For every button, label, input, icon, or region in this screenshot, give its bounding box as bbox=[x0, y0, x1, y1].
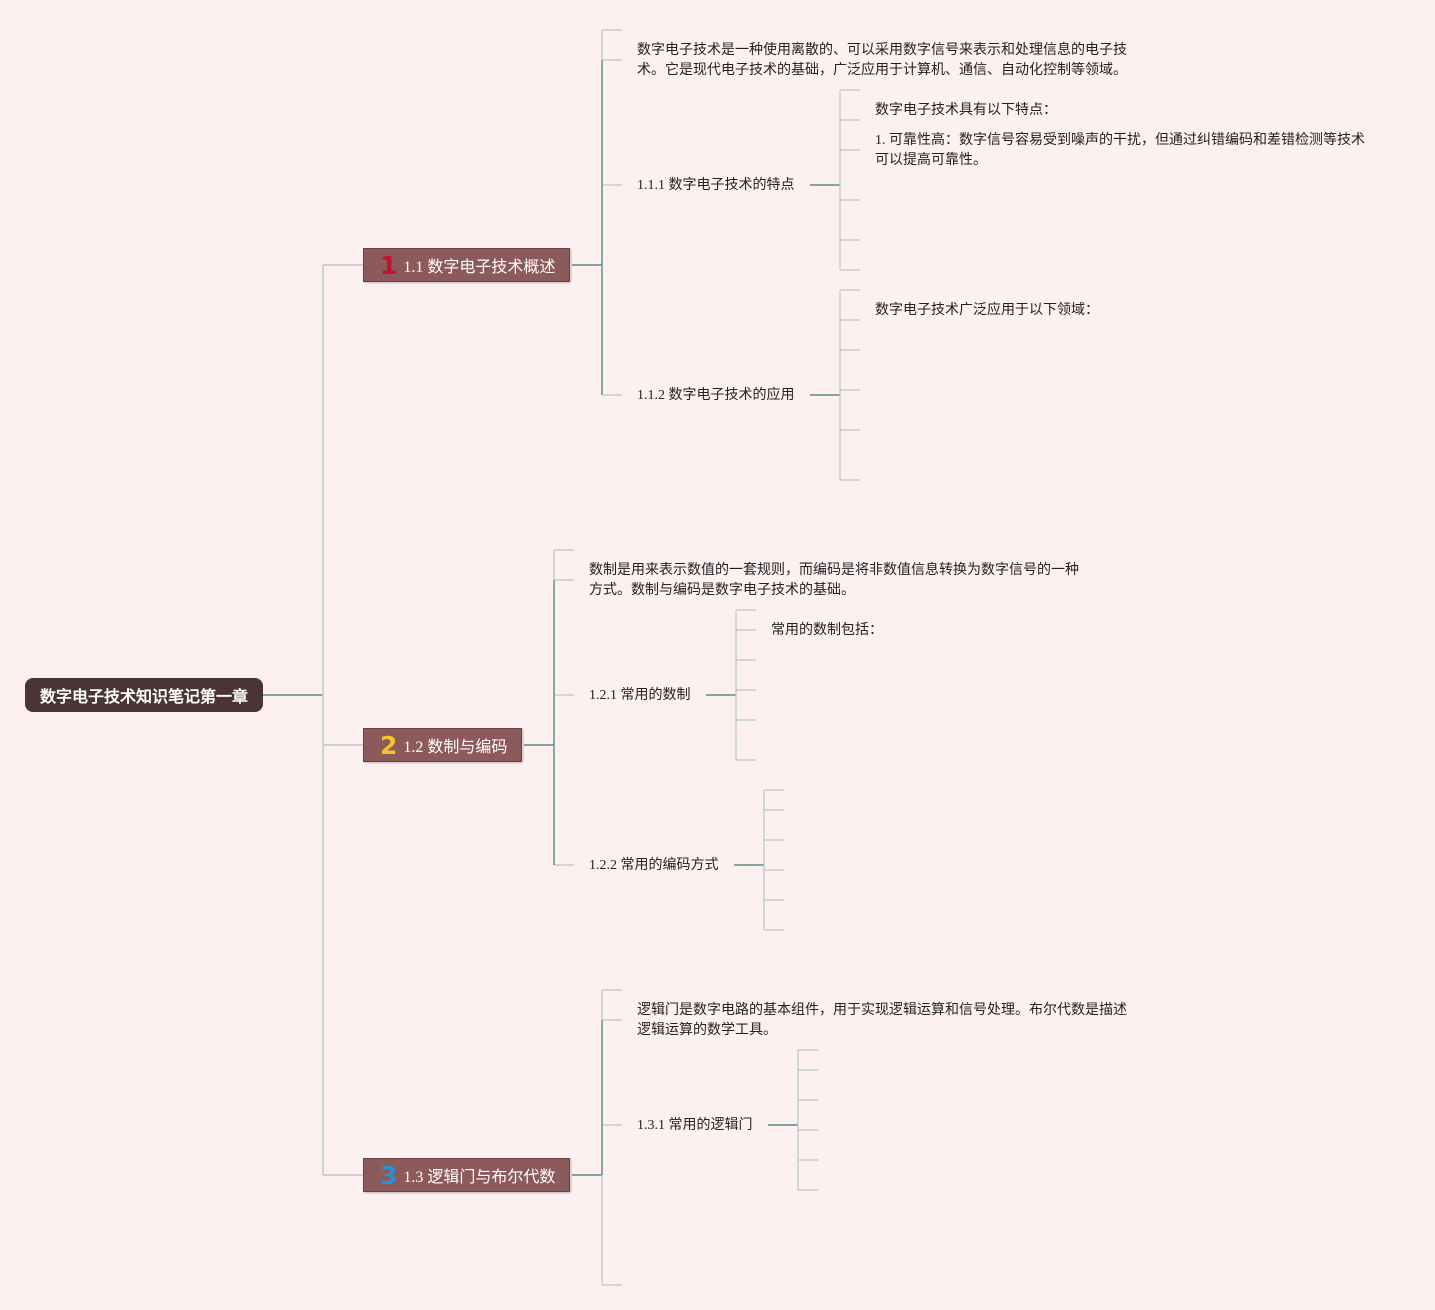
topic-label: 1.2 数制与编码 bbox=[403, 739, 508, 756]
note-1-1-1-b: 1. 可靠性高：数字信号容易受到噪声的干扰，但通过纠错编码和差错检测等技术可以提… bbox=[875, 133, 1365, 168]
intro-1-3: 逻辑门是数字电路的基本组件，用于实现逻辑运算和信号处理。布尔代数是描述逻辑运算的… bbox=[637, 1003, 1127, 1038]
topic-1-1[interactable]: 1 1.1 数字电子技术概述 bbox=[363, 248, 571, 282]
number-3-icon: 3 bbox=[380, 1160, 398, 1190]
note-1-1-2-a: 数字电子技术广泛应用于以下领域： bbox=[875, 303, 1099, 318]
subtopic-1-1-2[interactable]: 1.1.2 数字电子技术的应用 bbox=[637, 388, 795, 403]
topic-label: 1.3 逻辑门与布尔代数 bbox=[403, 1169, 556, 1186]
root-topic-label: 数字电子技术知识笔记第一章 bbox=[39, 687, 248, 706]
intro-1-1: 数字电子技术是一种使用离散的、可以采用数字信号来表示和处理信息的电子技术。它是现… bbox=[637, 43, 1127, 78]
topic-label: 1.1 数字电子技术概述 bbox=[403, 259, 556, 276]
subtopic-1-2-1[interactable]: 1.2.1 常用的数制 bbox=[589, 688, 691, 703]
topic-1-2[interactable]: 2 1.2 数制与编码 bbox=[363, 728, 523, 762]
subtopic-1-2-2[interactable]: 1.2.2 常用的编码方式 bbox=[589, 858, 719, 873]
topic-1-3[interactable]: 3 1.3 逻辑门与布尔代数 bbox=[363, 1158, 571, 1192]
note-1-1-1-a: 数字电子技术具有以下特点： bbox=[875, 103, 1057, 118]
intro-1-2: 数制是用来表示数值的一套规则，而编码是将非数值信息转换为数字信号的一种方式。数制… bbox=[589, 563, 1079, 598]
number-2-icon: 2 bbox=[380, 730, 398, 760]
subtopic-1-1-1[interactable]: 1.1.1 数字电子技术的特点 bbox=[637, 178, 795, 193]
number-1-icon: 1 bbox=[380, 250, 398, 280]
note-1-2-1-a: 常用的数制包括： bbox=[771, 623, 883, 638]
subtopic-1-3-1[interactable]: 1.3.1 常用的逻辑门 bbox=[637, 1118, 753, 1133]
root-topic[interactable]: 数字电子技术知识笔记第一章 bbox=[25, 678, 263, 712]
